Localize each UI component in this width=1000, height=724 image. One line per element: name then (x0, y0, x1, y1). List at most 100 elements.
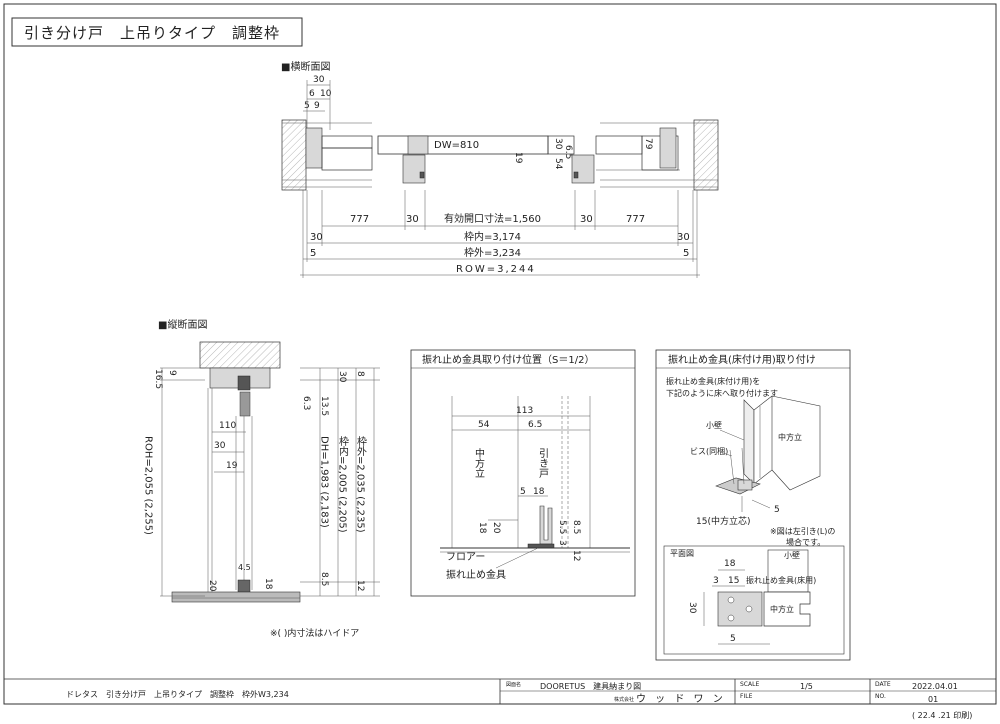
d-dim-54: 54 (478, 420, 490, 430)
tb-label-date: DATE (875, 681, 891, 688)
d-dim-5-5: 5.5 (557, 520, 567, 534)
fm-label-wall: 小壁 (706, 420, 722, 430)
plan-bracket: 振れ止め金具(床用) (746, 575, 816, 585)
tb-label-scale: SCALE (740, 681, 759, 688)
h-dim-30-a: 30 (406, 214, 419, 225)
plan-dim-15: 15 (728, 576, 739, 586)
v-dim-4-5: 4.5 (238, 563, 251, 572)
h-dim-30-centre: 30 (553, 138, 563, 150)
plan-dim-3: 3 (713, 576, 719, 586)
v-dim-16-5: 16.5 (153, 369, 163, 389)
h-dim-9: 9 (314, 101, 320, 111)
fm-center-label: 15(中方立芯) (696, 515, 750, 527)
tb-label-company: 株式会社 (614, 696, 634, 703)
h-dim-30: 30 (313, 75, 325, 85)
vertical-section: ■縦断面図 16.5 9 ROH=2,055 (2,255) 110 30 19… (143, 318, 380, 639)
h-dim-6-5: 6.5 (563, 145, 573, 159)
title-box: 引き分け戸 上吊りタイプ 調整枠 (11, 17, 303, 47)
dh-label: DH=1,983 (2,183) (319, 436, 330, 528)
v-dim-19: 19 (226, 461, 238, 471)
tb-label-no: NO. (875, 693, 886, 700)
sheet-border (3, 3, 997, 705)
waku-nai-height: 枠内=2,005 (2,205) (337, 435, 349, 533)
v-dim-12: 12 (355, 580, 365, 591)
floor-mount-title: 振れ止め金具(床付け用)取り付け (668, 353, 816, 366)
v-dim-6-3: 6.3 (301, 396, 311, 410)
v-dim-30: 30 (214, 441, 226, 451)
h-dim-19: 19 (513, 152, 523, 164)
d-dim-113: 113 (516, 406, 533, 416)
waku-gai-height: 枠外=2,035 (2,235) (355, 435, 367, 533)
fm-instruction-1: 振れ止め金具(床付け用)を (666, 376, 760, 386)
h-dim-54: 54 (553, 158, 563, 170)
horizontal-section-title: ■横断面図 (281, 60, 330, 73)
tb-no: 01 (928, 695, 938, 704)
v-dim-30-right: 30 (337, 371, 347, 383)
h-dim-30-d: 30 (677, 232, 690, 243)
d-dim-8-5: 8.5 (571, 520, 581, 534)
v-dim-8-5: 8.5 (319, 572, 329, 586)
v-dim-8: 8 (355, 371, 365, 377)
plan-dim-18: 18 (724, 559, 736, 569)
h-dim-10: 10 (320, 89, 332, 99)
h-dim-777-right: 777 (626, 214, 645, 225)
high-door-note: ※( )内寸法はハイドア (270, 627, 359, 639)
v-dim-110: 110 (219, 421, 236, 431)
plan-dim-30: 30 (687, 602, 697, 614)
d-dim-6-5: 6.5 (528, 420, 542, 430)
d-label-post: 中方立 (473, 447, 485, 478)
v-dim-18: 18 (263, 578, 273, 590)
tb-date: 2022.04.01 (912, 682, 958, 691)
fm-label-screw: ビス(同梱) (690, 446, 728, 456)
d-dim-20: 20 (491, 522, 501, 534)
d-dim-3: 3 (557, 540, 567, 546)
waku-gai-width: 枠外=3,234 (464, 246, 521, 259)
vertical-section-title: ■縦断面図 (158, 318, 207, 331)
h-dim-30-c: 30 (310, 232, 323, 243)
detail-title: 振れ止め金具取り付け位置（S＝1/2） (422, 353, 594, 366)
d-dim-5: 5 (520, 487, 526, 497)
tb-name: DOORETUS 建具納まり図 (540, 681, 641, 691)
d-label-floor: フロアー (446, 552, 485, 563)
dw-label: DW=810 (434, 140, 479, 151)
d-dim-12: 12 (571, 550, 581, 561)
d-label-door: 引き戸 (537, 448, 549, 479)
d-dim-18-top: 18 (533, 487, 545, 497)
fm-note-1: ※図は左引き(L)の (770, 526, 835, 536)
effective-opening: 有効開口寸法=1,560 (444, 212, 541, 225)
detail-box: 振れ止め金具取り付け位置（S＝1/2） 113 54 6.5 中方立 引き戸 5… (410, 349, 636, 597)
plan-dim-5: 5 (730, 634, 736, 644)
v-dim-13-5: 13.5 (319, 396, 329, 416)
h-dim-5-b: 5 (683, 248, 689, 259)
plan-post: 中方立 (770, 604, 794, 614)
waku-nai-width: 枠内=3,174 (464, 230, 521, 243)
roh-label: ROH=2,055 (2,255) (143, 436, 154, 535)
plan-title: 平面図 (670, 549, 694, 558)
horizontal-section: ■横断面図 30 6 10 5 9 DW=810 19 30 6.5 54 (281, 60, 719, 278)
tb-label-file: FILE (740, 693, 753, 700)
h-dim-79: 79 (643, 138, 653, 150)
h-dim-777-left: 777 (350, 214, 369, 225)
d-dim-18-side: 18 (477, 522, 487, 534)
tb-scale: 1/5 (800, 682, 813, 691)
floor-mount-box: 振れ止め金具(床付け用)取り付け 振れ止め金具(床付け用)を 下記のように床へ取… (655, 349, 851, 661)
fm-note-2: 場合です。 (786, 537, 825, 547)
tb-description: ドレタス 引き分け戸 上吊りタイプ 調整枠 枠外W3,234 (66, 689, 289, 699)
title-block: ドレタス 引き分け戸 上吊りタイプ 調整枠 枠外W3,234 図面名 DOORE… (4, 678, 996, 720)
h-dim-30-b: 30 (580, 214, 593, 225)
tb-company: ウ ッ ド ワ ン (636, 693, 726, 705)
sheet-title: 引き分け戸 上吊りタイプ 調整枠 (24, 24, 280, 42)
v-dim-20: 20 (207, 580, 217, 592)
fm-label-post: 中方立 (778, 432, 802, 442)
fm-instruction-2: 下記のように床へ取り付けます (666, 388, 778, 398)
plan-wall: 小壁 (784, 550, 800, 560)
d-label-bracket: 振れ止め金具 (446, 568, 506, 581)
fm-dim-5: 5 (774, 505, 780, 515)
h-dim-5-a: 5 (310, 248, 316, 259)
h-dim-6: 6 (309, 89, 315, 99)
row-width: ROW=3,244 (456, 264, 536, 275)
v-dim-9: 9 (167, 370, 177, 376)
tb-label-name: 図面名 (506, 681, 521, 688)
tb-print-date: ( 22.4 .21 印刷) (912, 711, 972, 720)
